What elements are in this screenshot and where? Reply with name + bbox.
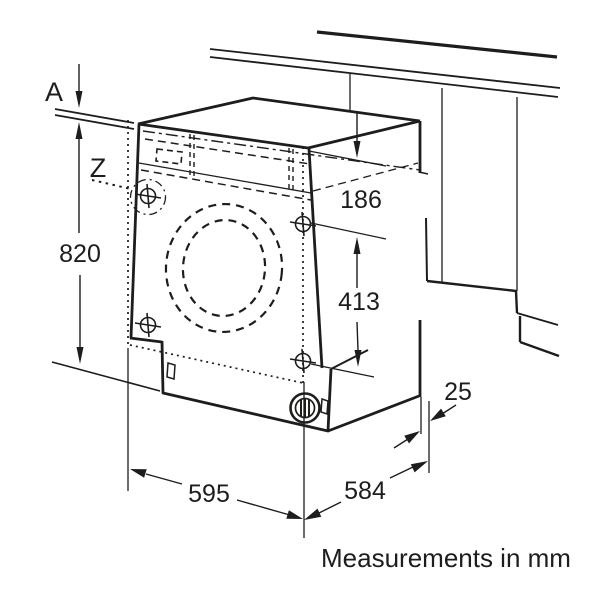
cabinet-base-step-1 — [516, 312, 559, 326]
dim-25-tail-left — [393, 438, 409, 449]
dim-595-arrow-right — [286, 510, 303, 519]
dim-186-value: 186 — [340, 186, 382, 214]
dim-a-arrow-down — [75, 91, 83, 108]
plinth-slot-right — [320, 397, 329, 416]
rear-edge-tick — [418, 171, 429, 175]
side-panel-dashed — [312, 162, 419, 192]
plinth-knob-grip — [300, 398, 310, 418]
plinth-details — [166, 362, 329, 424]
dimension-584: 584 — [304, 461, 428, 520]
screw-hole-bottom-right — [289, 348, 317, 374]
dim-186-arrow-down — [353, 141, 361, 158]
worktop-right-top-edge — [209, 48, 561, 89]
dim-584-arrow-right — [410, 461, 428, 473]
screw-hole-top-right — [289, 211, 317, 237]
dim-820-arrow-up — [75, 122, 83, 139]
kitchen-structure — [51, 30, 561, 392]
detail-callout-circle — [129, 178, 167, 216]
cabinet-base-front — [426, 279, 519, 314]
measurements-note: Measurements in mm — [321, 543, 571, 573]
dim-25-tail-right — [441, 404, 457, 415]
dimension-25: 25 — [393, 378, 472, 473]
dim-413-arrow-up — [353, 237, 361, 254]
cabinet-base-step-2 — [519, 340, 560, 358]
drum-door-inner-circle — [181, 218, 267, 318]
worktop-left-bottom-edge — [54, 114, 135, 130]
fixing-points — [129, 178, 317, 374]
dim-595-value: 595 — [188, 480, 230, 508]
top-face-front-edges — [137, 119, 421, 150]
cabinet-front-edge — [425, 217, 428, 282]
label-a: A — [45, 77, 63, 107]
side-bottom-edge — [327, 394, 420, 433]
dim-820-line — [78, 139, 81, 348]
dimension-height-820: 820 — [59, 122, 101, 364]
plinth-box — [160, 340, 333, 433]
ext-line-top-edge — [308, 150, 387, 167]
worktop-right-bottom-edge — [209, 56, 559, 98]
appliance-outline — [129, 96, 429, 433]
screw-hole-bottom-left — [134, 312, 162, 338]
panel-top-dashed — [144, 138, 311, 165]
front-bottom-stub — [129, 336, 163, 344]
dim-584-value: 584 — [344, 477, 386, 505]
dim-595-line — [145, 473, 289, 516]
dimension-186: 186 — [308, 113, 387, 240]
dim-413-value: 413 — [338, 288, 380, 316]
plinth-top-right-edge — [330, 349, 369, 370]
dim-584-arrow-left — [304, 508, 322, 520]
dim-595-arrow-left — [130, 469, 147, 478]
worktop-left-top-edge — [54, 108, 135, 124]
callout-z: Z — [90, 153, 132, 190]
floor-line — [51, 361, 161, 392]
front-right-edge — [307, 148, 324, 369]
dim-820-arrow-down — [76, 347, 84, 364]
screw-hole-top-left — [129, 178, 167, 216]
top-face-back-edges — [137, 96, 421, 126]
drum-door-outer-circle — [164, 202, 284, 334]
ext-line-lower-screws — [310, 363, 375, 378]
dim-413-line — [356, 254, 359, 351]
plinth-knob-outer — [289, 392, 321, 424]
dim-413-arrow-down — [354, 350, 362, 367]
dim-25-arrow-right — [430, 408, 446, 421]
dim-584-line — [318, 466, 414, 514]
dim-25-arrow-left — [404, 431, 420, 444]
dim-820-value: 820 — [59, 240, 101, 268]
wall-line — [316, 30, 558, 59]
front-left-edge — [129, 123, 141, 339]
dimension-595: 595 — [127, 348, 305, 538]
dimension-worktop-gap: A — [45, 64, 83, 108]
panel-divider-dashed-1 — [189, 134, 195, 176]
plinth-slot-left — [166, 362, 176, 380]
panel-bottom-solid — [138, 162, 312, 194]
dimension-413: 413 — [310, 237, 380, 378]
panel-bottom-dashed — [140, 169, 312, 201]
ext-line-upper-screws — [310, 222, 387, 240]
dim-25-value: 25 — [444, 378, 472, 406]
label-z: Z — [90, 153, 107, 183]
panel-divider-dashed-2 — [288, 148, 294, 190]
